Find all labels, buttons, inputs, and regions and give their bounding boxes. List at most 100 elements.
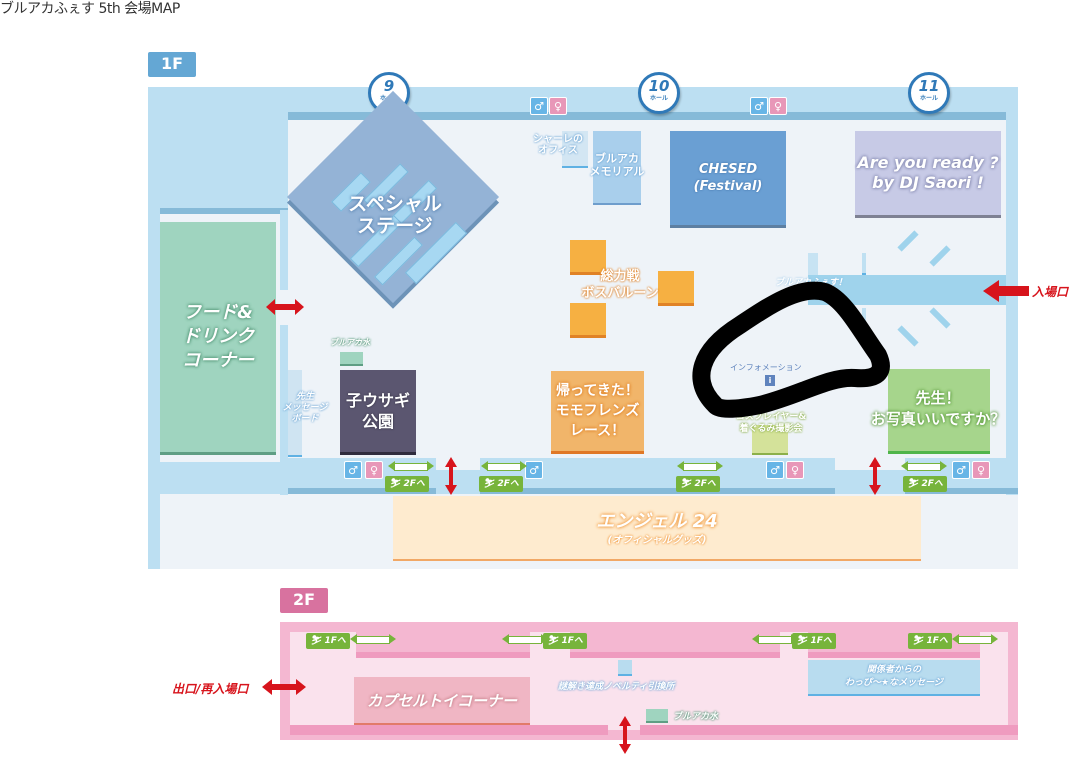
sensei-photo-label: 先生！ お写真いいですか？: [870, 389, 1006, 428]
bluearchive-fes-entrance-label: ブルアカふぇす！: [775, 278, 848, 288]
wall: [280, 210, 288, 290]
hall-11-marker: 11 ホール: [908, 72, 950, 114]
escalator-to-2f-button[interactable]: ⛷2Fへ: [385, 476, 429, 492]
floor-1f-tag: 1F: [148, 52, 196, 77]
escalator-to-2f-button[interactable]: ⛷2Fへ: [479, 476, 523, 492]
hall-label: ホール: [919, 95, 938, 102]
escalator-arrow-icon: [388, 461, 434, 471]
bluearchive-water-label: ブルアカ水: [673, 712, 719, 722]
escalator-label: 1Fへ: [324, 636, 346, 646]
escalator-label: 2Fへ: [403, 479, 425, 489]
schale-office-booth[interactable]: [562, 131, 588, 168]
boss-balloon-block: [570, 240, 606, 275]
angel24-shop[interactable]: [393, 496, 921, 561]
escalator-arrow-icon: [677, 461, 723, 471]
escalator-arrow-icon: [481, 461, 527, 471]
novelty-exchange-label: 謎解き達成ノベルティ引換所: [558, 682, 675, 692]
kousagi-park-booth[interactable]: 子ウサギ 公園: [340, 370, 416, 455]
page-title: ブルアカふぇす 5th 会場MAP: [0, 1, 180, 17]
chesed-festival-booth[interactable]: CHESED (Festival): [670, 131, 786, 228]
toilet-male-icon: ♂: [525, 461, 543, 479]
angel24-label: エンジェル 24: [596, 511, 718, 532]
toilet-male-icon: ♂: [530, 97, 548, 115]
novelty-exchange-booth[interactable]: [618, 660, 632, 676]
sensei-message-board-label[interactable]: 先生 メッセージ ボード: [282, 392, 328, 424]
toilet-male-icon: ♂: [766, 461, 784, 479]
angel24-sublabel: (オフィシャルグッズ): [607, 535, 707, 546]
wall: [640, 725, 1018, 735]
entrance-arrow-icon: [983, 280, 1029, 302]
wall: [280, 325, 288, 495]
escalator-label: 2Fへ: [694, 479, 716, 489]
bluearchive-memorial-booth[interactable]: [593, 131, 641, 205]
escalator-arrow-icon: [952, 634, 998, 644]
bluearchive-memorial-label: ブルアカ メモリアル: [589, 152, 645, 178]
schale-office-label: シャーレの オフィス: [533, 134, 583, 156]
information-label: インフォメーション: [730, 363, 802, 372]
wall: [160, 208, 288, 214]
escalator-icon: ⛷: [483, 479, 495, 489]
wall: [570, 632, 780, 658]
special-stage-label: スペシャル ステージ: [348, 193, 442, 237]
cosplayer-photo-booth[interactable]: [752, 425, 788, 455]
vertical-arrow-icon: [619, 716, 631, 754]
escalator-to-2f-button[interactable]: ⛷2Fへ: [903, 476, 947, 492]
escalator-icon: ⛷: [547, 636, 559, 646]
toilet-female-icon: ♀: [769, 97, 787, 115]
escalator-label: 1Fへ: [926, 636, 948, 646]
cosplayer-photo-label: コスプレイヤー& 着ぐるみ撮影会: [735, 412, 807, 434]
total-war-boss-balloon-label[interactable]: 総力戦 ボスバルーン: [581, 269, 659, 301]
toilet-male-icon: ♂: [344, 461, 362, 479]
gate-post: [862, 308, 866, 330]
toilet-male-icon: ♂: [952, 461, 970, 479]
momofriends-race-booth[interactable]: 帰ってきた！ モモフレンズ レース！: [551, 371, 644, 454]
bluearchive-water-booth[interactable]: [646, 709, 668, 723]
toilet-female-icon: ♀: [549, 97, 567, 115]
escalator-icon: ⛷: [796, 636, 808, 646]
escalator-label: 1Fへ: [561, 636, 583, 646]
escalator-to-1f-button[interactable]: ⛷1Fへ: [792, 633, 836, 649]
sensei-photo-booth[interactable]: [888, 369, 990, 454]
capsule-toy-corner[interactable]: カプセルトイコーナー: [354, 677, 530, 725]
escalator-icon: ⛷: [310, 636, 322, 646]
hall-label: ホール: [649, 95, 668, 102]
escalator-arrow-icon: [901, 461, 947, 471]
escalator-label: 2Fへ: [497, 479, 519, 489]
hall-number: 9: [383, 77, 395, 95]
escalator-label: 1Fへ: [810, 636, 832, 646]
escalator-to-2f-button[interactable]: ⛷2Fへ: [676, 476, 720, 492]
toilet-female-icon: ♀: [786, 461, 804, 479]
gate-post: [862, 253, 866, 275]
wall: [290, 725, 608, 735]
toilet-female-icon: ♀: [972, 461, 990, 479]
boss-balloon-block: [658, 271, 694, 306]
escalator-to-1f-button[interactable]: ⛷1Fへ: [908, 633, 952, 649]
bluearchive-water-label: ブルアカ水: [330, 338, 370, 347]
double-arrow-icon: [266, 299, 304, 315]
corridor: [645, 458, 835, 494]
food-drink-corner[interactable]: フード& ドリンク コーナー: [160, 222, 276, 455]
escalator-to-1f-button[interactable]: ⛷1Fへ: [306, 633, 350, 649]
escalator-icon: ⛷: [907, 479, 919, 489]
toilet-female-icon: ♀: [365, 461, 383, 479]
message-board-booth: [288, 370, 302, 457]
staff-message-board[interactable]: 関係者からの わっぴ〜★なメッセージ: [808, 660, 980, 696]
wall: [1006, 112, 1018, 262]
escalator-to-1f-button[interactable]: ⛷1Fへ: [543, 633, 587, 649]
hall-number: 10: [648, 77, 670, 95]
bluearchive-water-booth[interactable]: [340, 352, 363, 366]
hall-10-marker: 10 ホール: [638, 72, 680, 114]
escalator-label: 2Fへ: [921, 479, 943, 489]
hall-number: 11: [918, 77, 940, 95]
gate-post: [808, 253, 818, 275]
escalator-arrow-icon: [502, 634, 548, 644]
escalator-icon: ⛷: [912, 636, 924, 646]
boss-balloon-block: [570, 303, 606, 338]
escalator-icon: ⛷: [680, 479, 692, 489]
toilet-male-icon: ♂: [750, 97, 768, 115]
information-icon[interactable]: i: [765, 375, 775, 386]
escalator-icon: ⛷: [389, 479, 401, 489]
vertical-arrow-icon: [445, 457, 457, 495]
dj-saori-booth[interactable]: Are you ready ? by DJ Saori !: [855, 131, 1001, 218]
exit-reentry-label: 出口/再入場口: [172, 682, 249, 696]
